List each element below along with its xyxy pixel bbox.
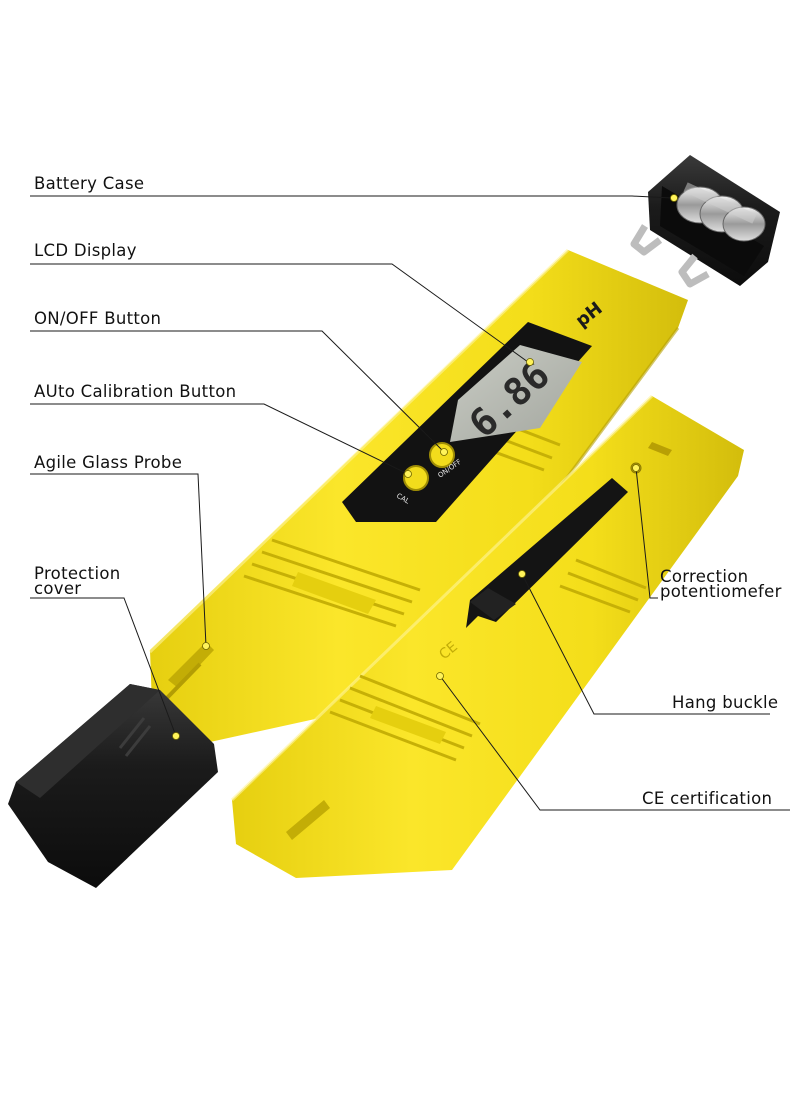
- ph-meter-back-body: CE: [230, 394, 744, 878]
- lcd-screen: [450, 345, 582, 442]
- battery-case: [630, 155, 780, 288]
- hang-hole: [648, 442, 672, 456]
- leader-lines: [30, 195, 790, 811]
- label-protection-cover: Protection cover: [34, 564, 121, 598]
- label-hang-buckle: Hang buckle: [672, 693, 779, 712]
- cal-button[interactable]: [403, 465, 429, 491]
- label-correction-potentiometer-line2: potentiomefer: [660, 582, 782, 601]
- label-protection-cover-line2: cover: [34, 579, 82, 598]
- label-battery-case: Battery Case: [34, 174, 145, 193]
- label-agile-glass-probe: Agile Glass Probe: [34, 453, 183, 472]
- label-correction-potentiometer: Correction potentiomefer: [660, 567, 782, 601]
- label-lcd-display: LCD Display: [34, 241, 137, 260]
- label-auto-calibration-button: AUto Calibration Button: [34, 382, 237, 401]
- label-protection-cover-line1: Protection: [34, 564, 121, 583]
- label-correction-potentiometer-line1: Correction: [660, 567, 749, 586]
- battery-cells: [676, 182, 766, 242]
- protection-cover: [8, 684, 218, 888]
- hang-buckle-clip: [466, 478, 628, 628]
- label-on-off-button: ON/OFF Button: [34, 309, 162, 328]
- label-ce-certification: CE certification: [642, 789, 773, 808]
- leader-dots: [172, 194, 678, 740]
